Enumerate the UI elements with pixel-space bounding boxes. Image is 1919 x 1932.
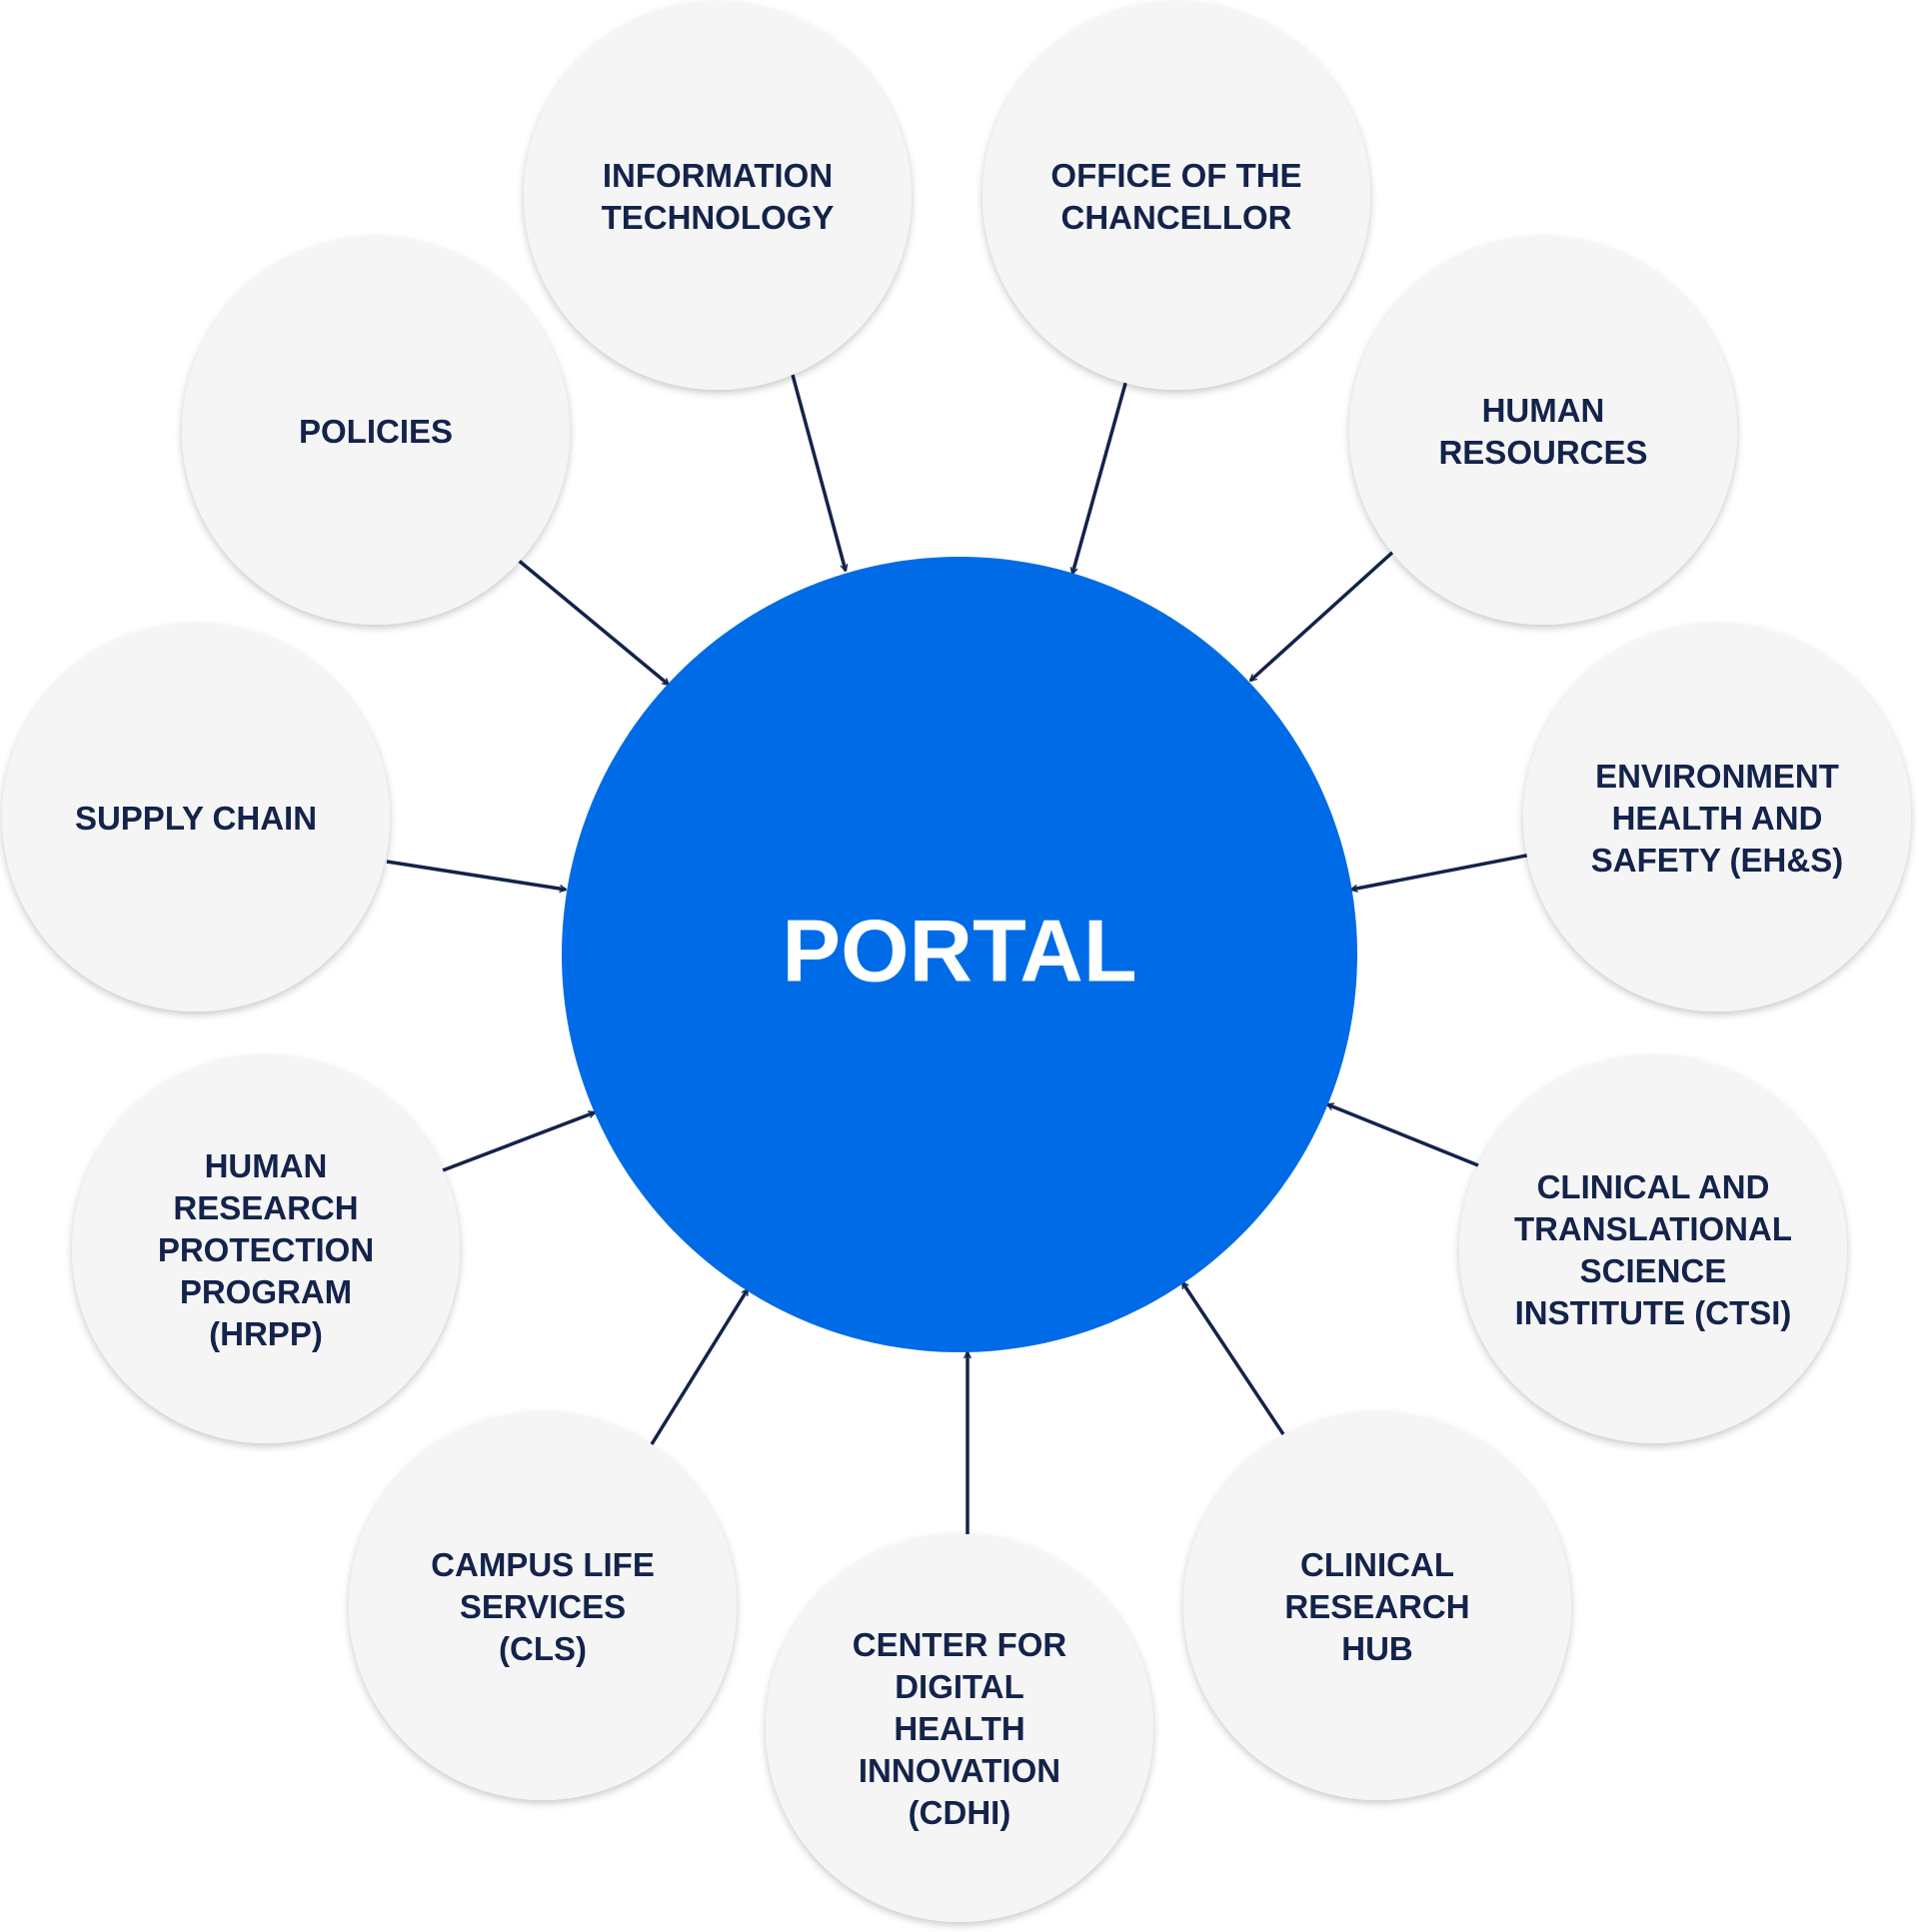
node-clinical-and-translational-science-institute[interactable]: CLINICAL AND TRANSLATIONAL SCIENCE INSTITUT… xyxy=(1459,1055,1847,1443)
arrow-clinical-and-translational-science-institute xyxy=(1325,1102,1479,1167)
node-label-line: CENTER FOR xyxy=(853,1626,1067,1663)
arrow-human-resources xyxy=(1248,549,1396,683)
node-office-of-the-chancellor[interactable]: OFFICE OF THE CHANCELLOR xyxy=(982,2,1370,390)
node-label: CENTER FOR DIGITAL HEALTH INNOVATION (CDHI) xyxy=(853,1626,1067,1831)
node-label-line: OFFICE OF THE xyxy=(1050,157,1301,194)
node-label: HUMAN RESOURCES xyxy=(1438,392,1647,471)
node-label-line: HUMAN xyxy=(205,1147,328,1184)
arrow-environment-health-and-safety xyxy=(1349,853,1532,893)
node-circle xyxy=(72,1055,460,1443)
node-label-line: INFORMATION xyxy=(603,157,833,194)
node-label-line: CAMPUS LIFE xyxy=(431,1546,655,1583)
node-label-line: (HRPP) xyxy=(209,1315,323,1352)
node-label-line: SERVICES xyxy=(460,1588,626,1625)
node-circle xyxy=(1183,1412,1571,1800)
node-label: CAMPUS LIFE SERVICES (CLS) xyxy=(431,1546,655,1667)
node-label-line: CHANCELLOR xyxy=(1061,199,1292,236)
node-label-line: TRANSLATIONAL xyxy=(1514,1210,1792,1247)
node-label: INFORMATION TECHNOLOGY xyxy=(602,157,835,236)
node-clinical-research-hub[interactable]: CLINICAL RESEARCH HUB xyxy=(1183,1412,1571,1800)
node-information-technology[interactable]: INFORMATION TECHNOLOGY xyxy=(524,2,912,390)
node-circle xyxy=(1349,237,1737,625)
node-label-line: (CDHI) xyxy=(909,1794,1011,1831)
node-circle xyxy=(766,1534,1153,1922)
node-center-for-digital-health-innovation[interactable]: CENTER FOR DIGITAL HEALTH INNOVATION (CDHI) xyxy=(766,1534,1153,1922)
node-circle xyxy=(349,1412,737,1800)
node-label-line: RESEARCH xyxy=(1284,1588,1469,1625)
node-label: CLINICAL RESEARCH HUB xyxy=(1284,1546,1469,1667)
node-label-line: CLINICAL AND xyxy=(1537,1168,1770,1205)
arrow-clinical-research-hub xyxy=(1180,1280,1285,1435)
node-label: SUPPLY CHAIN xyxy=(75,800,317,837)
arrow-policies xyxy=(516,558,671,687)
node-label-line: TECHNOLOGY xyxy=(602,199,835,236)
node-label-line: SAFETY (EH&S) xyxy=(1591,842,1843,879)
arrow-supply-chain xyxy=(386,860,568,893)
arrow-information-technology xyxy=(791,374,849,573)
node-label: ENVIRONMENT HEALTH AND SAFETY (EH&S) xyxy=(1591,758,1843,879)
arrow-human-research-protection-program xyxy=(442,1110,597,1172)
node-label: CLINICAL AND TRANSLATIONAL SCIENCE INSTITUT… xyxy=(1514,1168,1792,1331)
node-label-line: RESOURCES xyxy=(1438,434,1647,471)
node-human-research-protection-program[interactable]: HUMAN RESEARCH PROTECTION PROGRAM (HRPP) xyxy=(72,1055,460,1443)
node-label-line: PROGRAM xyxy=(180,1273,352,1310)
portal-hub[interactable]: PORTAL xyxy=(562,557,1357,1352)
node-circle xyxy=(524,2,912,390)
node-human-resources[interactable]: HUMAN RESOURCES xyxy=(1349,237,1737,625)
node-circle xyxy=(1459,1055,1847,1443)
node-label-line: INSTITUTE (CTSI) xyxy=(1515,1294,1792,1331)
node-label: OFFICE OF THE CHANCELLOR xyxy=(1050,157,1301,236)
node-label-line: HEALTH AND xyxy=(1612,800,1823,837)
node-circle xyxy=(982,2,1370,390)
node-circle xyxy=(1523,624,1911,1011)
node-label-line: DIGITAL xyxy=(895,1668,1024,1705)
node-label-line: POLICIES xyxy=(299,413,453,450)
node-label-line: ENVIRONMENT xyxy=(1595,758,1839,795)
node-circle xyxy=(2,624,390,1011)
node-label-line: CLINICAL xyxy=(1300,1546,1454,1583)
node-supply-chain[interactable]: SUPPLY CHAIN xyxy=(2,624,390,1011)
arrow-campus-life-services xyxy=(650,1287,750,1445)
node-label-line: (CLS) xyxy=(499,1630,587,1667)
portal-hub-circle xyxy=(562,557,1357,1352)
connectors xyxy=(386,374,1532,1534)
node-policies[interactable]: POLICIES xyxy=(182,237,570,625)
node-label-line: PROTECTION xyxy=(158,1231,374,1268)
node-label-line: HUMAN xyxy=(1482,392,1605,429)
arrow-office-of-the-chancellor xyxy=(1069,379,1128,576)
node-environment-health-and-safety[interactable]: ENVIRONMENT HEALTH AND SAFETY (EH&S) xyxy=(1523,624,1911,1011)
node-label-line: SCIENCE xyxy=(1580,1252,1727,1289)
node-label: HUMAN RESEARCH PROTECTION PROGRAM (HRPP) xyxy=(158,1147,374,1352)
node-campus-life-services[interactable]: CAMPUS LIFE SERVICES (CLS) xyxy=(349,1412,737,1800)
node-circle xyxy=(182,237,570,625)
node-label-line: INNOVATION xyxy=(859,1752,1060,1789)
node-label-line: RESEARCH xyxy=(173,1189,358,1226)
portal-hub-label: PORTAL xyxy=(782,901,1136,999)
node-label: POLICIES xyxy=(299,413,453,450)
node-label-line: HEALTH xyxy=(894,1710,1024,1747)
node-label-line: SUPPLY CHAIN xyxy=(75,800,317,837)
node-label-line: HUB xyxy=(1341,1630,1413,1667)
